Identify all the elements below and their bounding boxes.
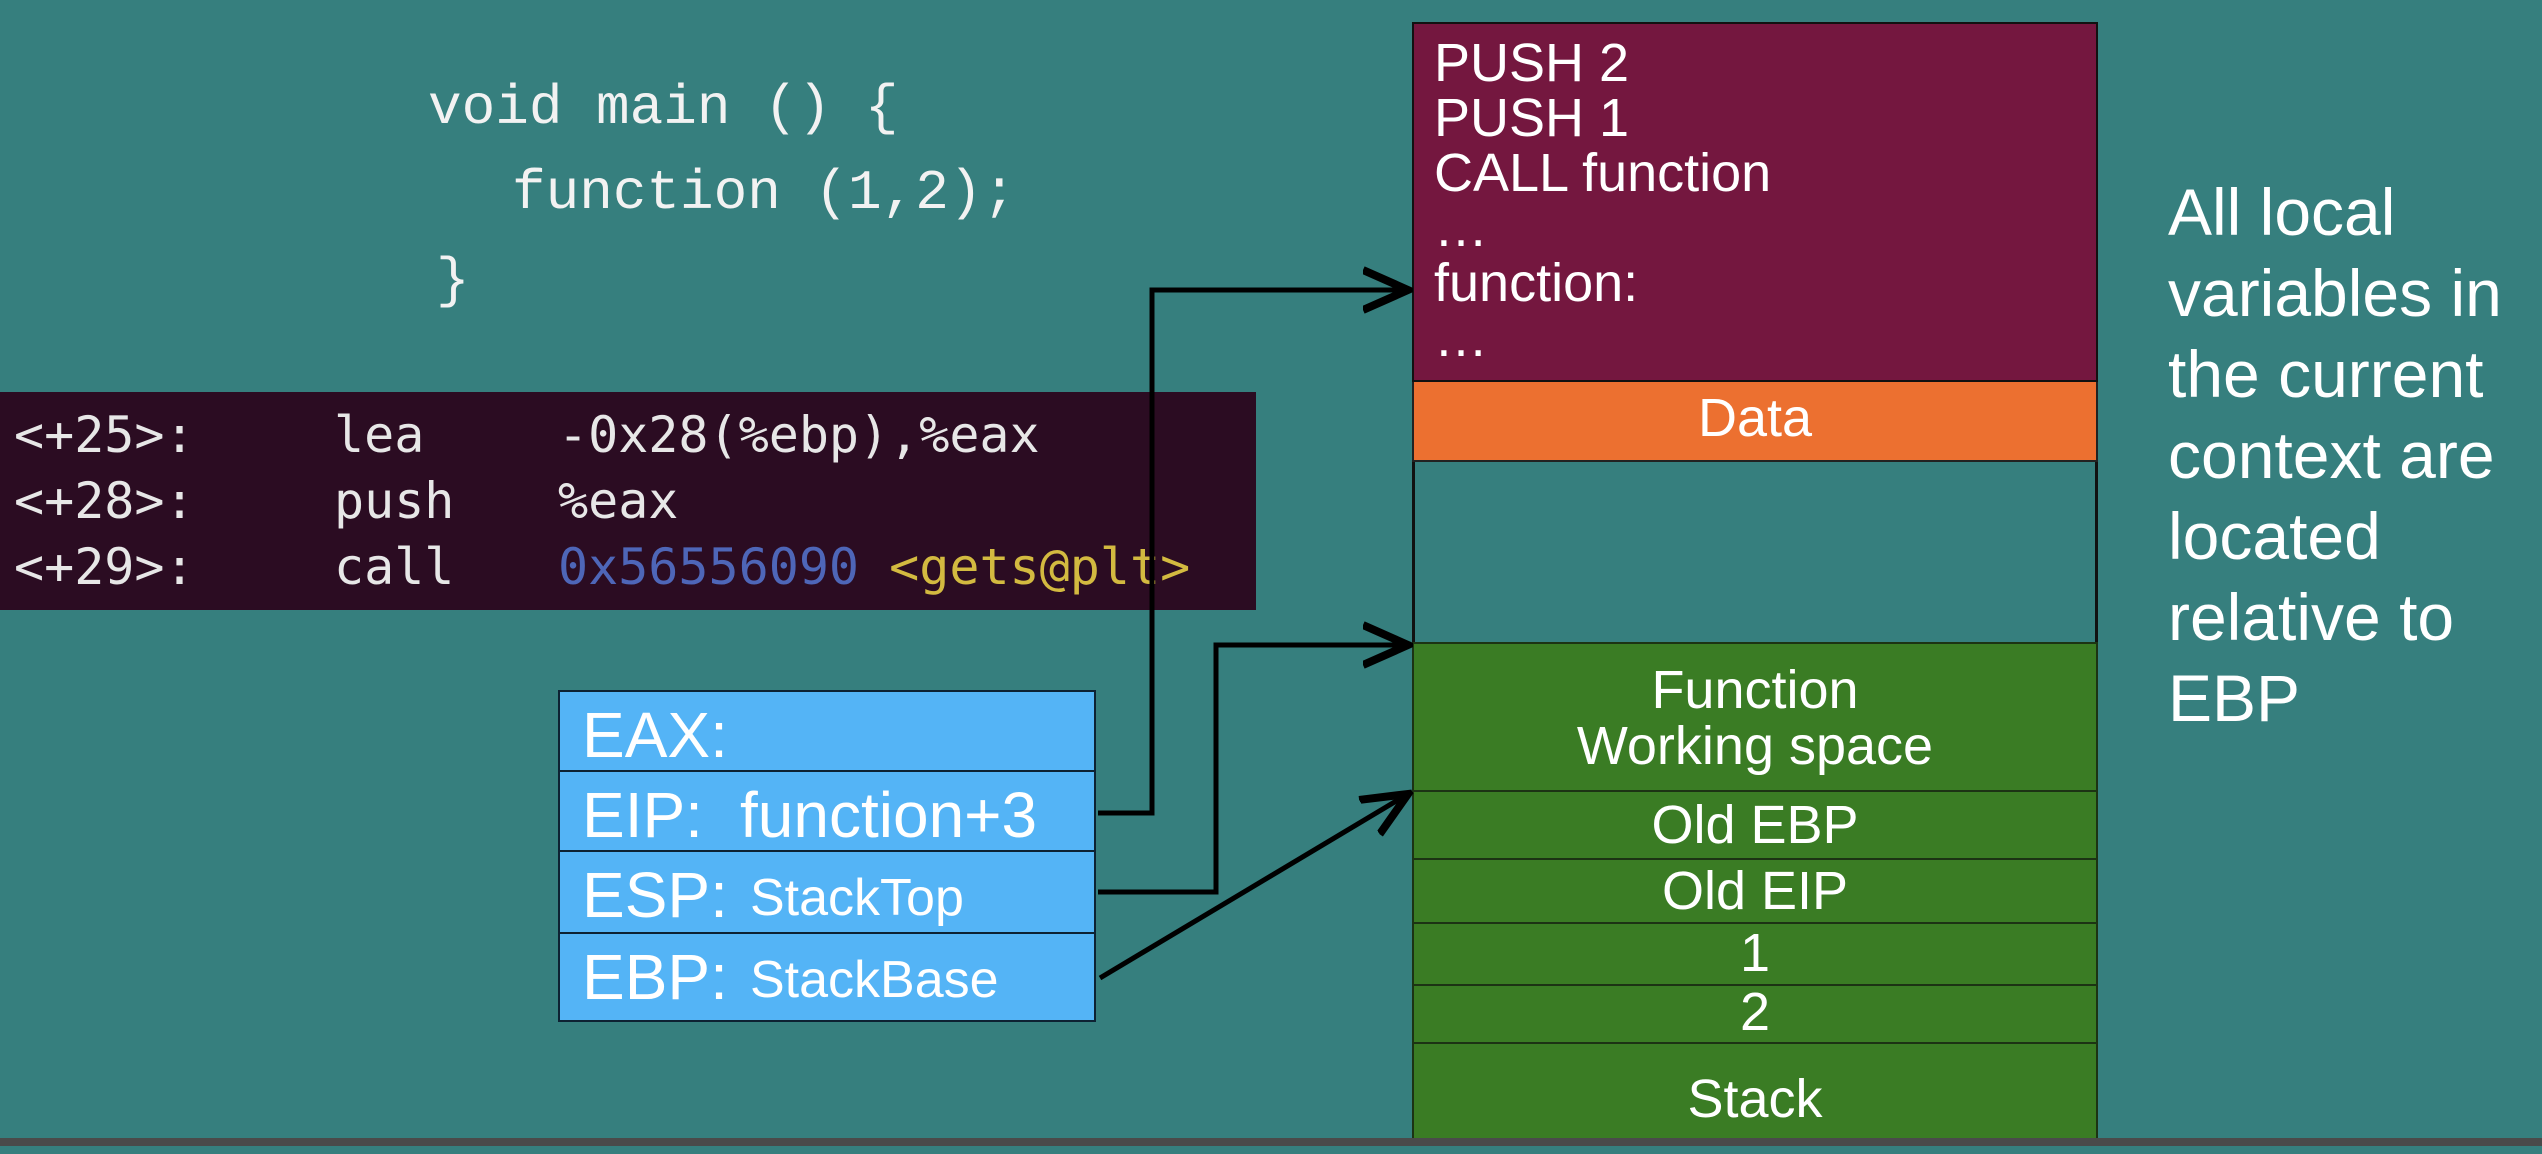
function-working-space: Function Working space — [1412, 642, 2098, 792]
register-eip: EIP: function+3 — [560, 772, 1094, 852]
side-note: All local variables in the current conte… — [2168, 175, 2502, 735]
register-esp-value: StackTop — [750, 869, 964, 927]
working-space-line2: Working space — [1576, 716, 1934, 776]
register-eip-value: function+3 — [740, 779, 1038, 851]
ebp-arrow — [1098, 794, 1408, 981]
code-line-main: void main () { — [428, 76, 899, 140]
asm-operand: -0x28(%ebp),%eax — [558, 406, 1040, 464]
eip-arrow — [1098, 290, 1408, 816]
stack-old-ebp: Old EBP — [1412, 792, 2098, 860]
working-space-line1: Function — [1651, 660, 1859, 720]
code-line-close: } — [436, 249, 470, 313]
free-memory-region — [1412, 462, 2098, 642]
code-segment-line: CALL function — [1434, 143, 1772, 203]
asm-row: <+28>: push %eax — [0, 472, 678, 536]
asm-opcode: push — [334, 472, 455, 530]
register-eax: EAX: — [560, 692, 1094, 772]
disassembly-panel: <+25>: lea -0x28(%ebp),%eax <+28>: push … — [0, 392, 1256, 610]
register-panel: EAX: EIP: function+3 ESP: StackTop EBP: … — [558, 690, 1096, 1022]
asm-symbol: <gets@plt> — [889, 538, 1191, 596]
register-esp-label: ESP: — [582, 859, 728, 931]
asm-opcode: lea — [334, 406, 425, 464]
code-line-call: function (1,2); — [512, 161, 1017, 225]
asm-address: 0x56556090 — [558, 538, 860, 596]
asm-row: <+25>: lea -0x28(%ebp),%eax — [0, 406, 1040, 470]
asm-offset: <+25>: — [14, 406, 195, 464]
register-ebp: EBP: StackBase — [560, 934, 1094, 1020]
code-segment-line: … — [1434, 198, 1488, 258]
register-eax-label: EAX: — [582, 699, 728, 771]
register-esp: ESP: StackTop — [560, 852, 1094, 934]
stack-arg-2: 2 — [1412, 985, 2098, 1044]
code-segment: PUSH 2 PUSH 1 CALL function … function: … — [1412, 22, 2098, 382]
bottom-bar — [0, 1138, 2542, 1146]
asm-operand: %eax — [558, 472, 679, 530]
asm-offset: <+28>: — [14, 472, 195, 530]
asm-offset: <+29>: — [14, 538, 195, 596]
register-eip-label: EIP: — [582, 779, 703, 851]
stack-label: Stack — [1412, 1044, 2098, 1146]
code-segment-line: … — [1434, 308, 1488, 368]
asm-row: <+29>: call 0x56556090 <gets@plt> — [0, 538, 1190, 602]
code-segment-line: function: — [1434, 253, 1639, 313]
asm-operand: 0x56556090 <gets@plt> — [558, 538, 1190, 596]
register-ebp-label: EBP: — [582, 941, 728, 1013]
code-segment-line: PUSH 1 — [1434, 88, 1630, 148]
code-segment-line: PUSH 2 — [1434, 33, 1630, 93]
data-segment: Data — [1412, 382, 2098, 462]
register-ebp-value: StackBase — [750, 951, 999, 1009]
stack-old-eip: Old EIP — [1412, 860, 2098, 924]
esp-arrow — [1098, 645, 1408, 895]
asm-opcode: call — [334, 538, 455, 596]
stack-arg-1: 1 — [1412, 924, 2098, 986]
